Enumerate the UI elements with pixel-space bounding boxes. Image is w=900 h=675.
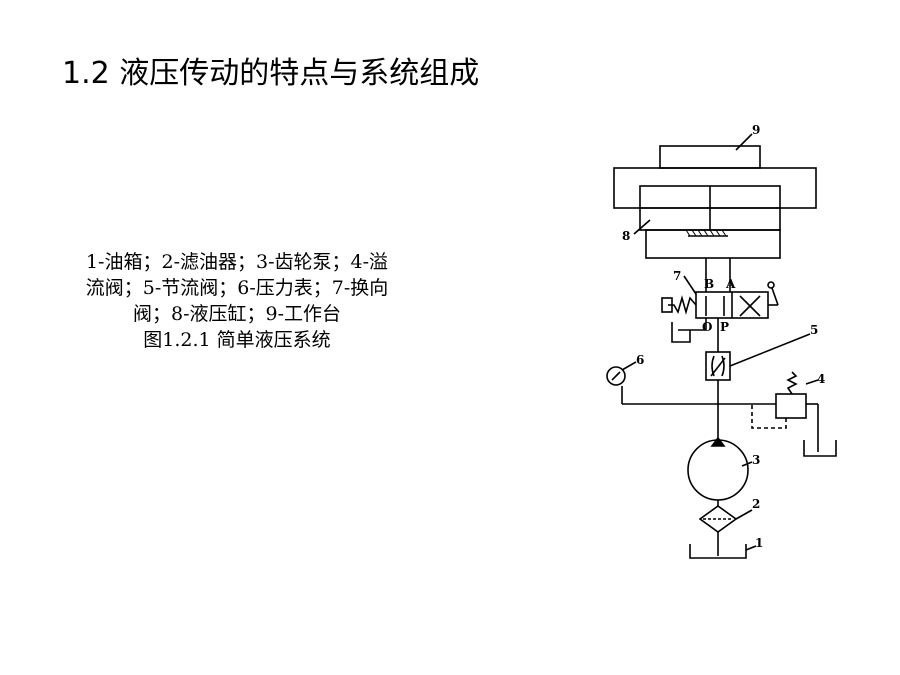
pressure-gauge bbox=[606, 366, 626, 386]
cylinder-base bbox=[645, 229, 781, 259]
label-3: 3 bbox=[752, 453, 760, 467]
label-2: 2 bbox=[752, 497, 760, 511]
label-port-o: O bbox=[702, 320, 712, 334]
label-port-p: P bbox=[720, 320, 729, 334]
hydraulic-system-diagram: 9 8 7 B A O P 5 6 4 3 2 1 bbox=[606, 123, 837, 559]
label-9: 9 bbox=[752, 123, 760, 137]
label-8: 8 bbox=[622, 229, 630, 243]
worktable-body bbox=[613, 167, 817, 209]
label-5: 5 bbox=[810, 323, 818, 337]
component-legend: 1-油箱；2-滤油器；3-齿轮泵；4-溢流阀；5-节流阀；6-压力表；7-换向阀… bbox=[85, 251, 389, 325]
label-4: 4 bbox=[817, 372, 825, 386]
relief-valve bbox=[775, 393, 807, 419]
oil-tank bbox=[689, 544, 747, 559]
label-port-a: A bbox=[725, 277, 736, 291]
worktable-top bbox=[659, 145, 761, 169]
label-6: 6 bbox=[636, 353, 644, 367]
figure-caption: 1-油箱；2-滤油器；3-齿轮泵；4-溢流阀；5-节流阀；6-压力表；7-换向阀… bbox=[80, 249, 394, 353]
slide-title: 1.2 液压传动的特点与系统组成 bbox=[62, 56, 480, 91]
gear-pump bbox=[687, 439, 749, 501]
label-7: 7 bbox=[673, 269, 681, 283]
label-port-b: B bbox=[704, 277, 714, 291]
figure-label: 图1.2.1 简单液压系统 bbox=[143, 329, 331, 351]
label-1: 1 bbox=[755, 536, 763, 550]
